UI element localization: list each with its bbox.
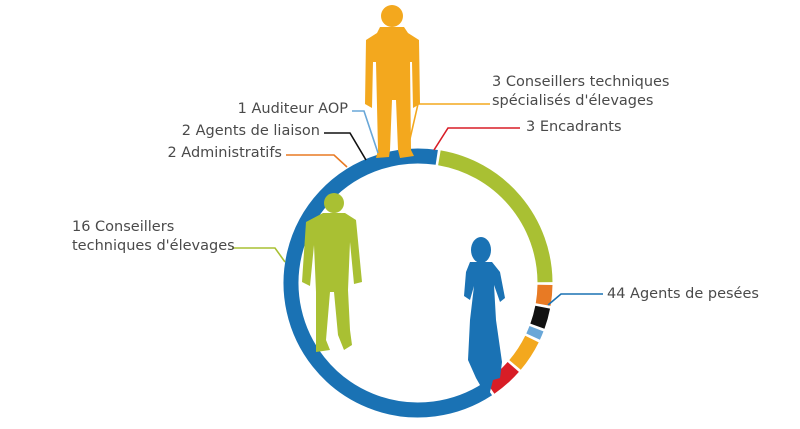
label-auditeur-aop: 1 Auditeur AOP <box>238 101 349 117</box>
label-agents-pesees: 44 Agents de pesées <box>607 286 759 302</box>
leader-line-agents-liaison <box>324 132 367 161</box>
leader-line-conseillers-techniques <box>232 247 286 263</box>
label-agents-liaison: 2 Agents de liaison <box>182 123 320 139</box>
standing-man-icon <box>365 5 420 158</box>
arc-agents-liaison <box>530 305 551 329</box>
arc-administratifs <box>535 284 553 306</box>
leader-line-conseillers-specialises <box>406 103 490 153</box>
donut-ring <box>283 148 553 418</box>
arc-conseillers-specialises <box>509 335 539 370</box>
arc-conseillers-techniques <box>438 150 553 283</box>
arc-auditeur-aop <box>526 325 544 340</box>
leader-line-auditeur-aop <box>352 110 379 154</box>
walking-man-icon <box>302 193 362 352</box>
standing-woman-icon <box>464 237 505 398</box>
label-conseillers-specialises: 3 Conseillers techniques spécialisés d'é… <box>492 74 674 109</box>
label-conseillers-techniques: 16 Conseillers techniques d'élevages <box>72 219 235 254</box>
label-encadrants: 3 Encadrants <box>526 119 622 135</box>
label-administratifs: 2 Administratifs <box>167 145 282 161</box>
leader-line-agents-pesees <box>547 293 603 306</box>
leader-line-encadrants <box>433 127 520 151</box>
arc-agents-pesees <box>283 148 493 418</box>
leader-line-administratifs <box>286 154 348 168</box>
